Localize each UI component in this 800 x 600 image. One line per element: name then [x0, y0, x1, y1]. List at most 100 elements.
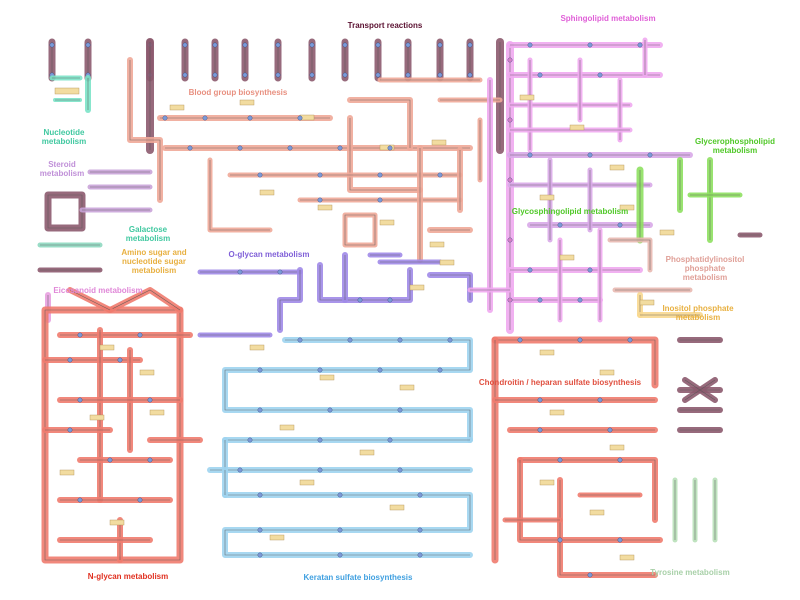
transport-node	[405, 72, 411, 78]
reaction-node	[527, 42, 533, 48]
transport-node	[85, 42, 91, 48]
reaction-node	[437, 367, 443, 373]
metabolite-box	[619, 204, 635, 211]
reaction-node	[397, 407, 403, 413]
metabolite-box	[589, 509, 605, 516]
blood-group-path-line	[209, 160, 270, 231]
metabolite-box	[54, 87, 80, 95]
chondroitin-path	[517, 457, 658, 523]
reaction-node	[557, 537, 563, 543]
label-blood-group-biosynthesis: Blood group biosynthesis	[188, 88, 288, 97]
reaction-node	[67, 427, 73, 433]
label-steroid-metabolism: Steroid metabolism	[22, 160, 102, 178]
reaction-node	[77, 332, 83, 338]
label-amino-sugar-line1: Amino sugar and	[121, 248, 187, 257]
reaction-node	[397, 337, 403, 343]
metabolite-box	[317, 204, 333, 211]
chondroitin-path-line	[559, 480, 655, 576]
metabolite-box	[239, 99, 255, 106]
reaction-node	[417, 552, 423, 558]
sphingolipid-node	[507, 177, 513, 183]
chondroitin-path	[517, 457, 663, 543]
metabolite-box	[169, 104, 185, 111]
metabolite-box	[659, 229, 675, 236]
label-galactose-line2: metabolism	[125, 234, 171, 243]
reaction-node	[587, 267, 593, 273]
label-inositol-phosphate-metabolism: Inositol phosphate metabolism	[648, 304, 748, 322]
reaction-node	[387, 297, 393, 303]
reaction-node	[317, 367, 323, 373]
reaction-node	[447, 337, 453, 343]
label-transport-reactions: Transport reactions	[347, 21, 423, 30]
transport-node	[437, 72, 443, 78]
pi-path-line	[610, 239, 651, 270]
transport-node	[212, 42, 218, 48]
metabolite-box	[109, 519, 125, 526]
metabolite-box	[409, 284, 425, 291]
metabolite-box	[139, 369, 155, 376]
reaction-node	[257, 552, 263, 558]
metabolite-box	[539, 479, 555, 486]
transport-node	[467, 42, 473, 48]
label-amino-sugar-metabolism: Amino sugar and nucleotide sugar metabol…	[110, 248, 198, 275]
reaction-node	[627, 337, 633, 343]
reaction-node	[517, 337, 523, 343]
reaction-node	[317, 172, 323, 178]
reaction-node	[587, 152, 593, 158]
n-glycan-path-line	[109, 289, 181, 311]
reaction-node	[277, 269, 283, 275]
reaction-node	[527, 267, 533, 273]
reaction-node	[237, 467, 243, 473]
label-eicosanoid-metabolism: Eicosanoid metabolism	[53, 286, 143, 295]
reaction-node	[337, 527, 343, 533]
n-glycan-outer-line	[44, 309, 181, 561]
metabolite-box	[619, 554, 635, 561]
metabolite-box	[549, 409, 565, 416]
label-glycerophospholipid-line2: metabolism	[712, 146, 758, 155]
label-steroid-line1: Steroid	[48, 160, 76, 169]
reaction-node	[347, 337, 353, 343]
reaction-node	[77, 497, 83, 503]
chondroitin-path-line	[519, 460, 660, 541]
steroid-loop	[44, 191, 86, 232]
label-sphingolipid-metabolism: Sphingolipid metabolism	[560, 14, 656, 23]
label-glycerophospholipid-line1: Glycerophospholipid	[694, 137, 775, 146]
reaction-node	[587, 42, 593, 48]
reaction-node	[537, 397, 543, 403]
metabolite-box	[379, 144, 395, 151]
label-inositol-line2: metabolism	[675, 313, 721, 322]
reaction-node	[327, 407, 333, 413]
reaction-node	[67, 357, 73, 363]
label-glycerophospholipid-metabolism: Glycerophospholipid metabolism	[680, 137, 790, 155]
reaction-node	[147, 457, 153, 463]
metabolite-box	[319, 374, 335, 381]
reaction-node	[387, 145, 393, 151]
o-glycan-path-line	[430, 274, 471, 300]
transport-node	[309, 72, 315, 78]
transport-node	[275, 42, 281, 48]
reaction-node	[247, 437, 253, 443]
reaction-node	[537, 427, 543, 433]
reaction-node	[147, 397, 153, 403]
steroid-loop-line	[47, 194, 83, 229]
transport-node	[212, 72, 218, 78]
transport-node	[437, 42, 443, 48]
reaction-node	[257, 527, 263, 533]
reaction-node	[437, 172, 443, 178]
reaction-node	[257, 172, 263, 178]
keratan-path-line	[224, 339, 471, 440]
chondroitin-path-line	[495, 339, 656, 385]
reaction-node	[162, 115, 168, 121]
o-glycan-path-line	[279, 270, 301, 330]
reaction-node	[297, 337, 303, 343]
sphingolipid-node	[507, 237, 513, 243]
blood-group-path	[347, 97, 413, 151]
metabolite-box	[389, 504, 405, 511]
reaction-node	[237, 269, 243, 275]
label-glycosphingolipid-metabolism: Glycosphingolipid metabolism	[511, 207, 629, 216]
metabolite-box	[569, 124, 585, 131]
reaction-node	[77, 397, 83, 403]
label-n-glycan-metabolism: N-glycan metabolism	[87, 572, 169, 581]
metabolite-box	[59, 469, 75, 476]
